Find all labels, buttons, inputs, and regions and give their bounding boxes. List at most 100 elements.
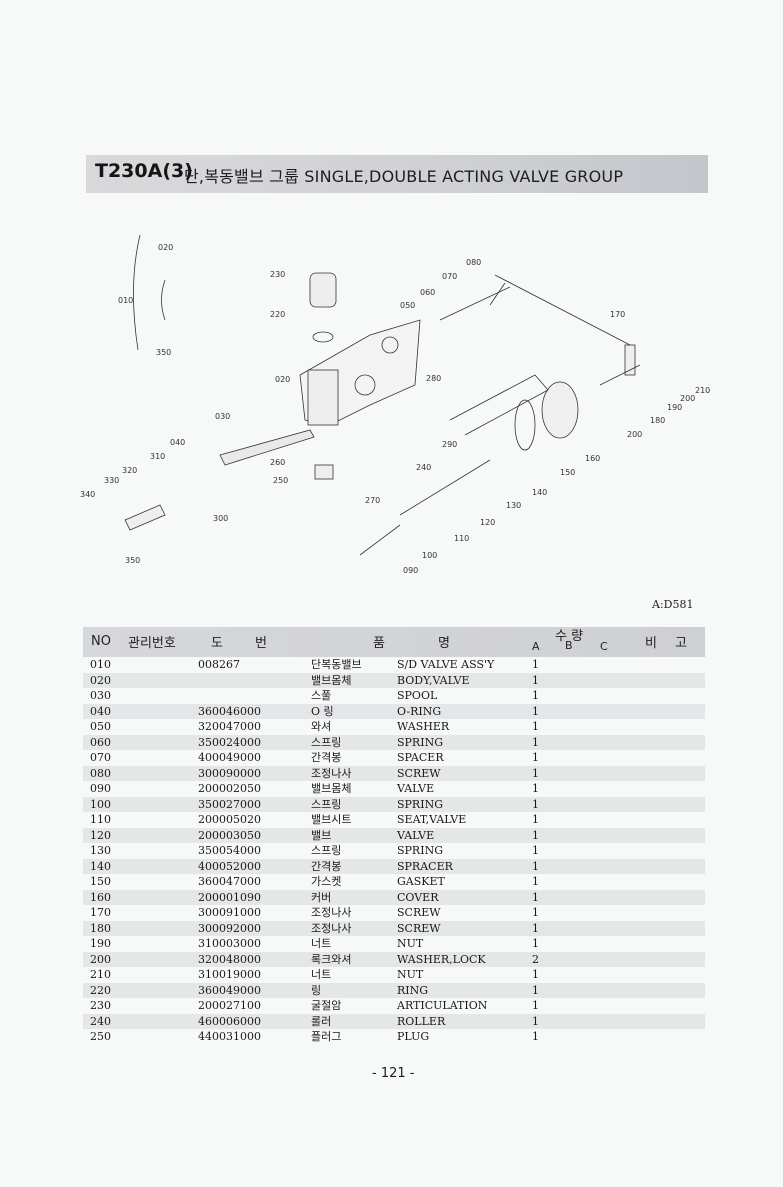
svg-text:330: 330 — [104, 476, 119, 485]
korean-name: 단복동밸브 — [311, 658, 362, 671]
part-no: 200 — [90, 952, 111, 966]
col-dwg-2: 번 — [255, 636, 267, 651]
svg-text:080: 080 — [466, 258, 481, 267]
drawing-no: 200027100 — [198, 999, 261, 1012]
part-no: 240 — [90, 1014, 111, 1028]
quantity-a: 1 — [532, 844, 539, 857]
english-name: O-RING — [397, 704, 442, 718]
section-title: 단,복동밸브 그룹 SINGLE,DOUBLE ACTING VALVE GRO… — [184, 167, 624, 186]
col-name-2: 명 — [438, 636, 450, 651]
quantity-a: 1 — [532, 766, 539, 780]
svg-text:310: 310 — [150, 452, 165, 461]
quantity-a: 1 — [532, 1030, 539, 1043]
korean-name: 간격봉 — [311, 751, 342, 764]
korean-name: 와셔 — [311, 720, 332, 733]
drawing-no: 400049000 — [198, 751, 261, 764]
part-no: 100 — [90, 797, 111, 811]
part-no: 210 — [90, 968, 111, 981]
svg-text:350: 350 — [156, 348, 171, 357]
english-name: PLUG — [397, 1030, 430, 1043]
svg-text:010: 010 — [118, 296, 133, 305]
col-qty-a: A — [532, 640, 540, 653]
english-name: ARTICULATION — [397, 999, 488, 1012]
drawing-no: 400052000 — [198, 859, 261, 873]
korean-name: 가스켓 — [311, 875, 342, 888]
korean-name: 밸브시트 — [311, 813, 352, 826]
drawing-no: 200005020 — [198, 813, 261, 826]
svg-text:260: 260 — [270, 458, 285, 467]
english-name: SEAT,VALVE — [397, 813, 467, 826]
drawing-no: 350027000 — [198, 797, 261, 811]
english-name: BODY,VALVE — [397, 673, 470, 687]
col-qty-c: C — [600, 640, 608, 653]
english-name: RING — [397, 983, 429, 997]
svg-text:040: 040 — [170, 438, 185, 447]
korean-name: 너트 — [311, 937, 332, 950]
korean-name: 조정나사 — [311, 921, 352, 935]
quantity-a: 1 — [532, 689, 539, 702]
svg-text:200: 200 — [680, 394, 695, 403]
drawing-no: 320047000 — [198, 720, 261, 733]
parts-table-header: NO 관리번호 도 번 품 명 수 량 A B C 비 고 — [83, 627, 705, 657]
quantity-a: 1 — [532, 813, 539, 826]
svg-text:200: 200 — [627, 430, 642, 439]
part-no: 190 — [90, 937, 111, 950]
english-name: VALVE — [397, 828, 435, 842]
korean-name: 밸브몸체 — [311, 782, 352, 795]
part-no: 110 — [90, 813, 111, 826]
table-row: 040 360046000 O 링 O-RING 1 — [83, 703, 705, 719]
svg-text:280: 280 — [426, 374, 441, 383]
part-no: 250 — [90, 1030, 111, 1043]
korean-name: 스프링 — [311, 797, 342, 811]
svg-text:300: 300 — [213, 514, 228, 523]
english-name: COVER — [397, 890, 439, 904]
svg-text:190: 190 — [667, 403, 682, 412]
quantity-a: 1 — [532, 999, 539, 1012]
english-name: S/D VALVE ASS'Y — [397, 658, 495, 671]
part-no: 040 — [90, 704, 111, 718]
korean-name: O 링 — [311, 704, 334, 718]
col-no: NO — [91, 634, 111, 649]
part-no: 130 — [90, 844, 111, 857]
quantity-a: 1 — [532, 859, 539, 873]
korean-name: 링 — [311, 983, 322, 997]
quantity-a: 1 — [532, 782, 539, 795]
quantity-a: 1 — [532, 704, 539, 718]
part-no: 180 — [90, 921, 111, 935]
english-name: SCREW — [397, 921, 441, 935]
exploded-parts-diagram: 020 010 350 230 220 020 030 040 310 320 … — [80, 234, 710, 575]
part-no: 070 — [90, 751, 111, 764]
col-remark-2: 고 — [675, 636, 687, 651]
quantity-a: 1 — [532, 983, 539, 997]
part-no: 220 — [90, 983, 111, 997]
part-no: 090 — [90, 782, 111, 795]
english-name: SCREW — [397, 766, 441, 780]
part-no: 140 — [90, 859, 111, 873]
quantity-a: 1 — [532, 906, 539, 919]
svg-text:100: 100 — [422, 551, 437, 560]
drawing-no: 200001090 — [198, 890, 261, 904]
korean-name: 간격봉 — [311, 859, 342, 873]
english-name: WASHER — [397, 720, 450, 733]
col-qty: 수 량 — [555, 629, 584, 644]
col-name-1: 품 — [373, 636, 385, 651]
drawing-no: 350054000 — [198, 844, 261, 857]
english-name: NUT — [397, 937, 424, 950]
quantity-a: 1 — [532, 875, 539, 888]
svg-text:020: 020 — [275, 375, 290, 384]
quantity-a: 1 — [532, 720, 539, 733]
english-name: SPACER — [397, 751, 444, 764]
korean-name: 스프링 — [311, 844, 342, 857]
section-code: T230A(3) — [95, 160, 193, 182]
korean-name: 롤러 — [311, 1014, 332, 1028]
drawing-no: 360046000 — [198, 704, 261, 718]
quantity-a: 1 — [532, 921, 539, 935]
